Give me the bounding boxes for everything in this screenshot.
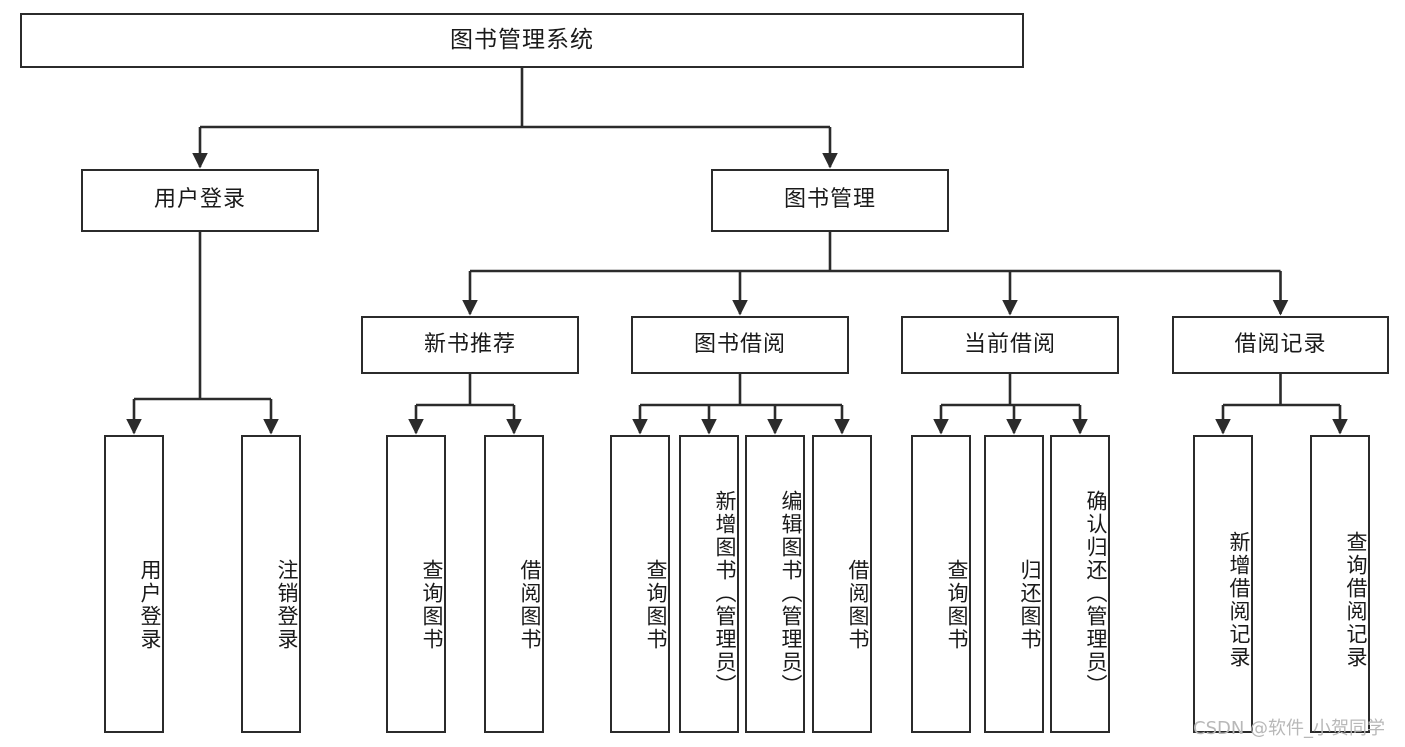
node-label: 新增图书（管理员） (713, 489, 737, 697)
node-label: 归还图书 (1018, 559, 1042, 651)
node-user-login[interactable]: 用户登录 (81, 169, 319, 232)
node-leaf-return-book[interactable]: 归还图书 (984, 435, 1044, 733)
node-leaf-confirm-return[interactable]: 确认归还（管理员） (1050, 435, 1110, 733)
node-label: 查询图书 (945, 559, 969, 651)
node-label: 注销登录 (275, 559, 299, 651)
node-borrow-record[interactable]: 借阅记录 (1172, 316, 1389, 374)
node-label: 确认归还（管理员） (1084, 489, 1108, 697)
node-label: 查询借阅记录 (1344, 531, 1368, 669)
node-leaf-query-book-3[interactable]: 查询图书 (911, 435, 971, 733)
node-current-borrow[interactable]: 当前借阅 (901, 316, 1119, 374)
node-label: 查询图书 (644, 559, 668, 651)
node-leaf-edit-book[interactable]: 编辑图书（管理员） (745, 435, 805, 733)
node-label: 借阅图书 (846, 559, 870, 651)
node-new-book-rec[interactable]: 新书推荐 (361, 316, 579, 374)
node-book-borrow[interactable]: 图书借阅 (631, 316, 849, 374)
watermark-text: CSDN @软件_小贺同学 (1193, 718, 1386, 739)
node-label: 新增借阅记录 (1227, 531, 1251, 669)
node-label: 借阅图书 (518, 559, 542, 651)
node-label: 查询图书 (420, 559, 444, 651)
node-label: 用户登录 (138, 559, 162, 651)
node-label: 编辑图书（管理员） (779, 489, 803, 697)
node-leaf-logout[interactable]: 注销登录 (241, 435, 301, 733)
node-root-title[interactable]: 图书管理系统 (20, 13, 1024, 68)
node-leaf-add-record[interactable]: 新增借阅记录 (1193, 435, 1253, 733)
node-leaf-query-book-1[interactable]: 查询图书 (386, 435, 446, 733)
node-book-manage[interactable]: 图书管理 (711, 169, 949, 232)
node-leaf-borrow-book-2[interactable]: 借阅图书 (812, 435, 872, 733)
node-leaf-borrow-book-1[interactable]: 借阅图书 (484, 435, 544, 733)
node-leaf-query-record[interactable]: 查询借阅记录 (1310, 435, 1370, 733)
node-leaf-query-book-2[interactable]: 查询图书 (610, 435, 670, 733)
node-leaf-add-book[interactable]: 新增图书（管理员） (679, 435, 739, 733)
node-leaf-user-login[interactable]: 用户登录 (104, 435, 164, 733)
